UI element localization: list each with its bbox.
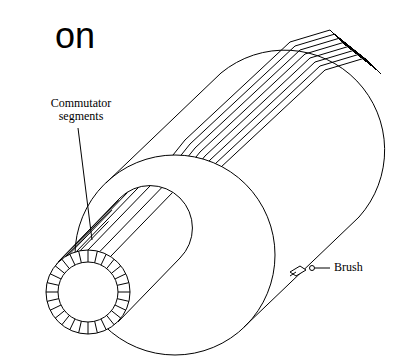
segment-line	[62, 315, 69, 324]
leader-line	[78, 128, 92, 240]
segment-divisions	[46, 250, 130, 334]
segment-line	[47, 283, 59, 286]
brush-lead	[290, 272, 296, 276]
heading-fragment: on	[55, 16, 95, 56]
segment-line	[55, 266, 64, 273]
segment-line	[107, 259, 114, 268]
segment-line	[76, 188, 138, 252]
segment-line	[70, 254, 75, 265]
segment-line	[50, 305, 61, 310]
segment-line	[62, 259, 69, 268]
segment-line	[111, 311, 120, 318]
segment-line	[95, 321, 98, 333]
segment-line	[107, 315, 114, 324]
brush-terminal	[310, 266, 315, 271]
segment-line	[46, 292, 58, 293]
leader-line	[315, 268, 330, 269]
segment-line	[118, 292, 130, 293]
segment-line	[101, 319, 106, 330]
segment-line	[70, 319, 75, 330]
segment-line	[111, 266, 120, 273]
shaft-bore	[58, 262, 118, 322]
segment-line	[115, 274, 126, 279]
segment-line	[79, 321, 82, 333]
segment-line	[101, 254, 106, 265]
segment-line	[55, 311, 64, 318]
armature-back-edge	[221, 50, 385, 217]
segment-line	[95, 251, 98, 263]
part-label: Brush	[333, 261, 364, 274]
segment-line	[100, 188, 162, 252]
segment-line	[111, 193, 173, 257]
segment-line	[88, 250, 89, 262]
part-label: Commutator segments	[42, 97, 120, 123]
segment-line	[117, 283, 129, 286]
segment-line	[79, 251, 82, 263]
commutator-ring	[46, 250, 130, 334]
brush-symbol	[290, 266, 306, 276]
segment-line	[88, 186, 150, 250]
segment-line	[117, 299, 129, 302]
segment-line	[88, 322, 89, 334]
segment-line	[115, 305, 126, 310]
segment-line	[47, 299, 59, 302]
armature-edge	[106, 73, 221, 183]
segment-line	[50, 274, 61, 279]
commutator-back-edge	[120, 186, 192, 258]
segment-line	[65, 193, 127, 257]
